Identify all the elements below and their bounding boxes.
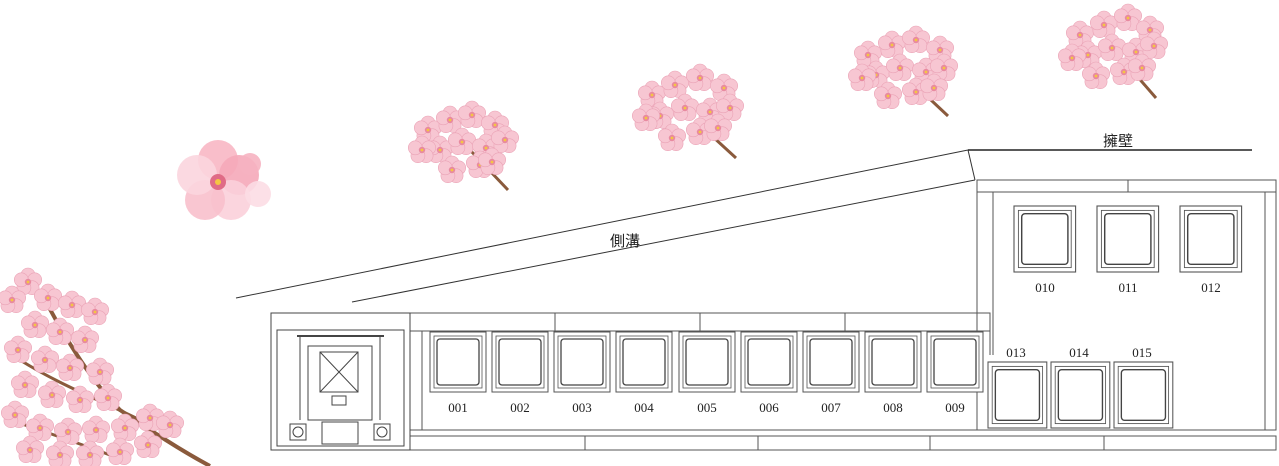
plot-number: 006 [759,400,779,415]
site-outline [409,179,1277,451]
blossom-cluster-icon [1057,3,1169,99]
plot-011[interactable]: 011 [1096,205,1160,295]
plot-number: 002 [510,400,530,415]
plot-number: 009 [945,400,965,415]
plot-014[interactable]: 014 [1050,345,1111,429]
upper-plot-row: 010 011 012 [1013,205,1243,295]
plot-number: 015 [1132,345,1152,360]
side-ditch [235,149,976,303]
plot-number: 003 [572,400,592,415]
plot-008[interactable]: 008 [864,331,922,415]
plot-003[interactable]: 003 [553,331,611,415]
blossom-branch-icon [0,267,211,466]
plot-number: 014 [1069,345,1089,360]
plot-002[interactable]: 002 [491,331,549,415]
plot-010[interactable]: 010 [1013,205,1077,295]
plot-015[interactable]: 015 [1113,345,1174,429]
blossom-cluster-icon [407,100,520,192]
blossom-cluster-icon [847,25,959,118]
plot-number: 001 [448,400,468,415]
large-blossom-icon [177,140,271,220]
plot-number: 005 [697,400,717,415]
plot-number: 004 [634,400,654,415]
plot-number: 012 [1201,280,1221,295]
retaining-wall-label: 擁壁 [1103,133,1133,150]
plot-number: 013 [1006,345,1026,360]
plot-009[interactable]: 009 [926,331,984,415]
plot-005[interactable]: 005 [678,331,736,415]
entrance-structure [270,312,411,451]
plot-number: 007 [821,400,841,415]
plot-number: 008 [883,400,903,415]
plot-004[interactable]: 004 [615,331,673,415]
lower-plot-row: 001 002 003 004 005 006 007 008 009 [429,331,984,415]
plot-number: 011 [1118,280,1137,295]
cherry-blossom-decoration [0,3,1169,466]
side-ditch-label: 側溝 [610,233,640,250]
blossom-cluster-icon [631,63,745,160]
middle-plot-row: 013 014 015 [987,345,1174,429]
plot-007[interactable]: 007 [802,331,860,415]
plot-012[interactable]: 012 [1179,205,1243,295]
plot-number: 010 [1035,280,1055,295]
plot-013[interactable]: 013 [987,345,1048,429]
plot-001[interactable]: 001 [429,331,487,415]
plot-006[interactable]: 006 [740,331,798,415]
